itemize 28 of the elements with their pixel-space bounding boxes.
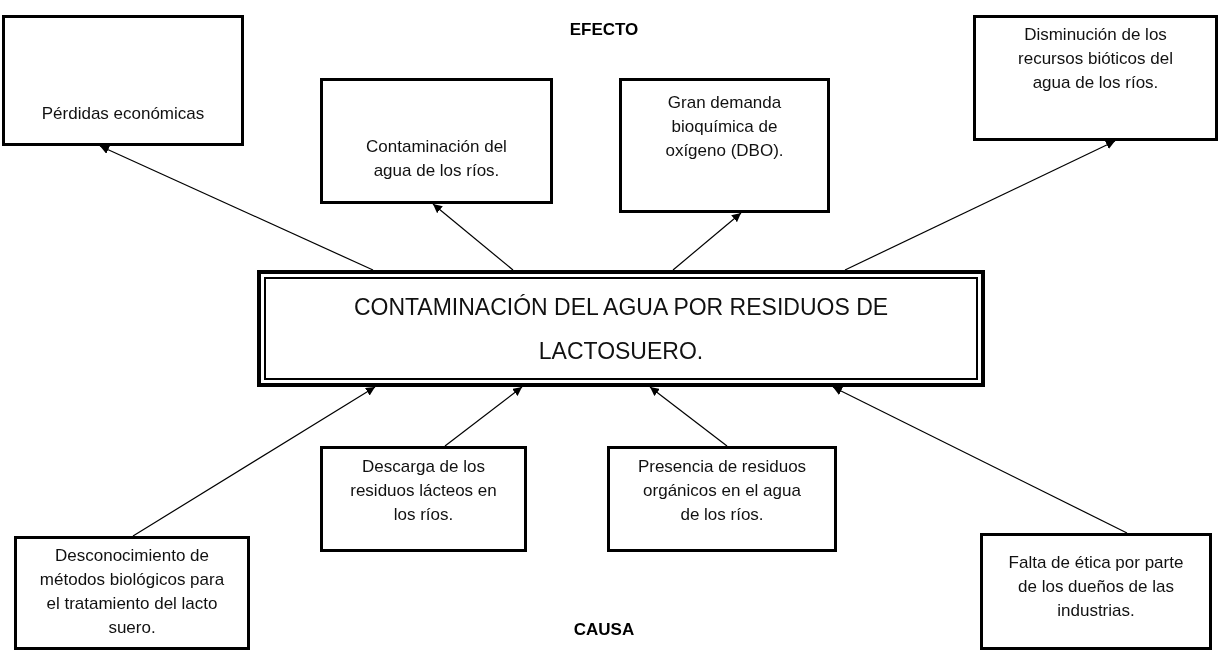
box-text: Falta de ética por parte de los dueños de las industrias. — [1007, 552, 1185, 622]
text-box — [2, 15, 244, 146]
text-box — [320, 78, 553, 204]
text-box — [607, 446, 837, 552]
text-box — [320, 446, 527, 552]
problem-box — [257, 270, 985, 387]
section-heading: CAUSA — [573, 620, 635, 640]
text-box — [14, 536, 250, 650]
arrow — [132, 386, 376, 537]
text-box — [619, 78, 830, 213]
box-text: Descarga de los residuos lácteos en los ríos. — [349, 456, 498, 526]
text-box — [973, 15, 1218, 141]
box-text: Pérdidas económicas — [41, 103, 205, 125]
arrow — [444, 386, 523, 447]
box-text: Contaminación del agua de los ríos. — [365, 136, 508, 182]
box-text: CONTAMINACIÓN DEL AGUA POR RESIDUOS DE LACTOSUERO. — [352, 292, 890, 366]
box-text: Disminución de los recursos bióticos del agua de los ríos. — [1017, 24, 1174, 94]
arrow — [99, 145, 374, 271]
arrow — [672, 212, 742, 271]
arrow — [832, 386, 1128, 534]
box-text: Gran demanda bioquímica de oxígeno (DBO). — [664, 92, 785, 162]
box-text: Desconocimiento de métodos biológicos para el tratamiento del lacto suero. — [39, 545, 225, 639]
arrow — [649, 386, 728, 447]
arrow — [844, 140, 1116, 271]
text-box — [980, 533, 1212, 650]
arrow — [432, 203, 514, 271]
section-heading: EFECTO — [569, 20, 639, 40]
box-text: Presencia de residuos orgánicos en el agua de los ríos. — [636, 456, 808, 526]
